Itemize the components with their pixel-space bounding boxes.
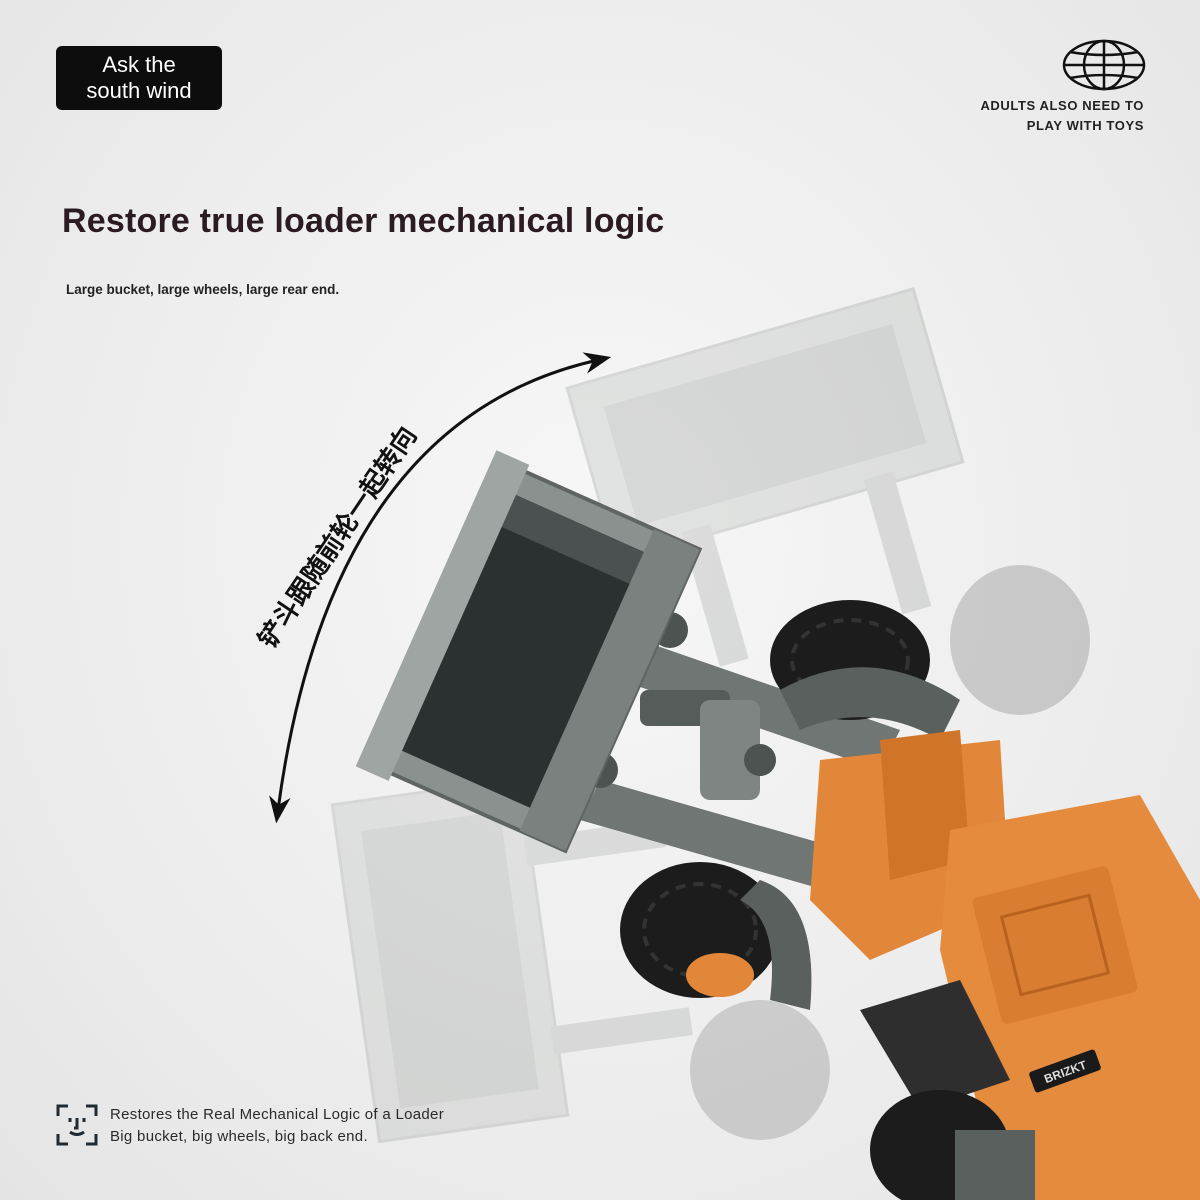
- globe-icon: [1062, 39, 1146, 91]
- page-headline: Restore true loader mechanical logic: [62, 202, 665, 240]
- brand-badge: Ask the south wind: [56, 46, 222, 110]
- ghost-bucket-upper: [565, 287, 965, 667]
- footer-line-1: Restores the Real Mechanical Logic of a …: [110, 1106, 444, 1123]
- rotation-label: 铲斗跟随前轮一起转向: [252, 421, 423, 654]
- fender-top: [780, 667, 960, 740]
- curved-double-arrow-icon: [269, 352, 612, 824]
- page-subhead: Large bucket, large wheels, large rear e…: [66, 282, 340, 297]
- ghost-bucket-lower: [330, 776, 693, 1144]
- footer-text: Restores the Real Mechanical Logic of a …: [110, 1104, 444, 1148]
- front-tire-bottom: [620, 862, 780, 998]
- tagline: ADULTS ALSO NEED TO PLAY WITH TOYS: [904, 96, 1144, 136]
- face-scan-icon: [56, 1104, 98, 1146]
- footer-line-2: Big bucket, big wheels, big back end.: [110, 1128, 368, 1145]
- fender-bottom: [740, 880, 812, 1010]
- ghost-tire-upper: [950, 565, 1090, 715]
- rotation-label-text: 铲斗跟随前轮一起转向: [252, 421, 423, 654]
- tagline-line-2: PLAY WITH TOYS: [1026, 118, 1144, 133]
- brand-line-2: south wind: [86, 78, 192, 103]
- tagline-line-1: ADULTS ALSO NEED TO: [980, 98, 1144, 113]
- rear-tire: [870, 1090, 1035, 1200]
- brand-line-1: Ask the: [102, 52, 176, 77]
- ghost-tire-lower: [690, 1000, 830, 1140]
- loader-body: BRIZKT: [810, 730, 1200, 1200]
